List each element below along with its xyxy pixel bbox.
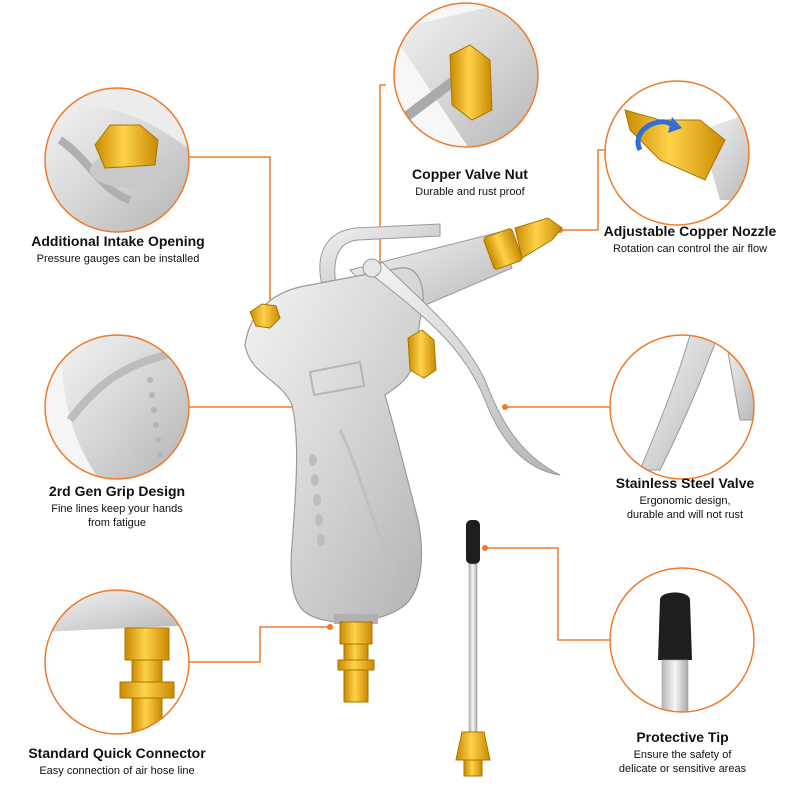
intake-desc: Pressure gauges can be installed — [36, 253, 200, 265]
tip-callout-line — [485, 547, 610, 641]
intake-detail-circle — [44, 87, 190, 233]
connector-title: Standard Quick Connector — [28, 745, 206, 761]
connector-callout-line — [188, 626, 330, 663]
intake-nut — [249, 303, 281, 329]
bottom-quick-connector — [334, 614, 378, 703]
connector-detail-circle — [44, 589, 190, 735]
air-gun — [244, 217, 563, 703]
rotate-arrow-icon — [635, 119, 674, 152]
extension-rod — [455, 520, 491, 777]
grip-texture — [309, 454, 325, 546]
nozzle-detail-circle — [604, 80, 750, 226]
tip-detail-circle — [609, 567, 755, 713]
tip-desc: Ensure the safety of delicate or sensiti… — [618, 749, 747, 775]
grip-detail-circle — [44, 334, 190, 480]
steel-valve-label: Stainless Steel Valve Ergonomic design, … — [595, 475, 775, 522]
nozzle-title: Adjustable Copper Nozzle — [603, 223, 777, 239]
trigger-lever — [371, 261, 561, 476]
steel-valve-callout-dot — [502, 404, 508, 410]
valve-nut-detail-circle — [393, 2, 539, 148]
lever-pivot — [362, 258, 382, 278]
connector-label: Standard Quick Connector Easy connection… — [22, 745, 212, 778]
copper-nozzle — [483, 217, 563, 270]
tip-callout-dot — [482, 545, 488, 551]
tip-title: Protective Tip — [636, 729, 729, 745]
connector-callout-dot — [327, 624, 333, 630]
steel-valve-title: Stainless Steel Valve — [615, 475, 755, 491]
tip-label: Protective Tip Ensure the safety of deli… — [595, 729, 770, 776]
valve-nut — [407, 329, 437, 379]
grip-desc: Fine lines keep your hands from fatigue — [51, 503, 183, 529]
nozzle-desc: Rotation can control the air flow — [612, 243, 768, 255]
valve-nut-title: Copper Valve Nut — [412, 166, 528, 182]
grip-title: 2rd Gen Grip Design — [48, 483, 186, 499]
nozzle-label: Adjustable Copper Nozzle Rotation can co… — [590, 223, 790, 256]
nozzle-callout-line — [560, 149, 605, 231]
hanging-hook — [319, 223, 441, 286]
steel-valve-desc: Ergonomic design, durable and will not r… — [626, 495, 744, 521]
connector-desc: Easy connection of air hose line — [39, 765, 195, 777]
steel-valve-detail-circle — [609, 334, 755, 480]
valve-nut-label: Copper Valve Nut Durable and rust proof — [375, 166, 565, 199]
intake-label: Additional Intake Opening Pressure gauge… — [18, 233, 218, 266]
grip-label: 2rd Gen Grip Design Fine lines keep your… — [22, 483, 212, 530]
valve-nut-desc: Durable and rust proof — [415, 186, 525, 198]
intake-title: Additional Intake Opening — [31, 233, 205, 249]
